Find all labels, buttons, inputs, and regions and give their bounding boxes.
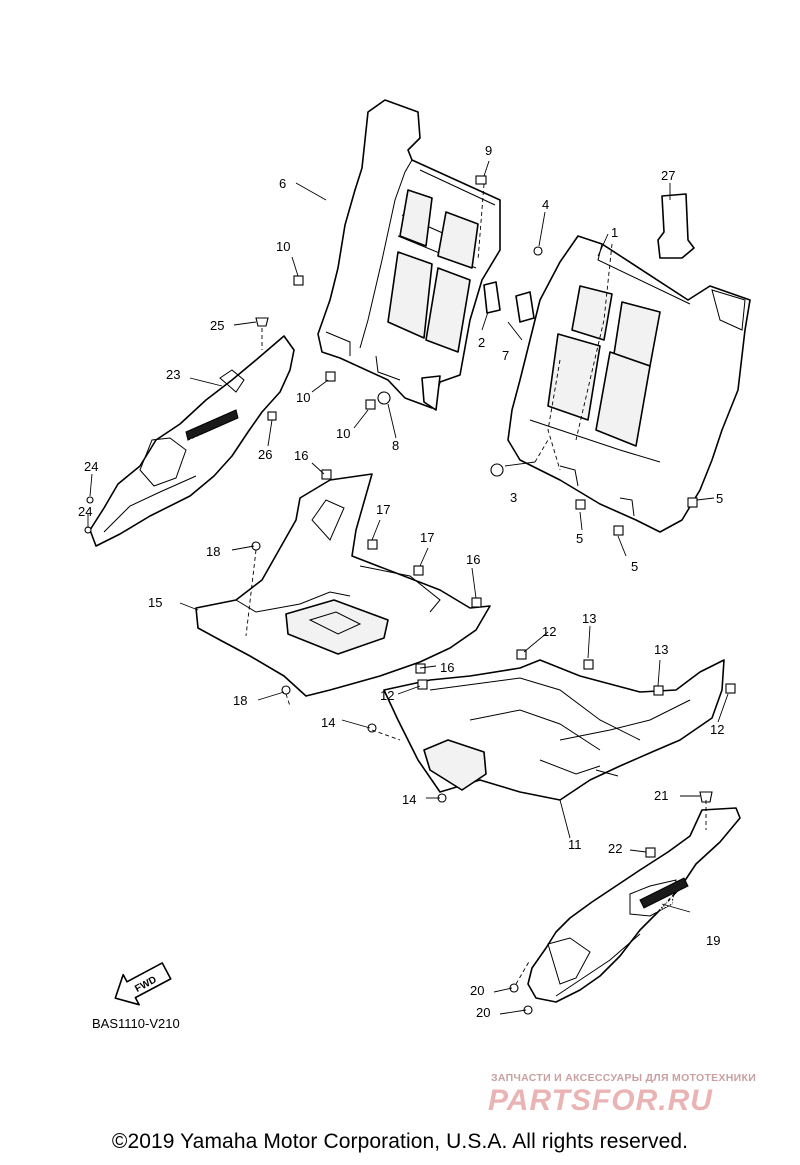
diagram-code: BAS1110-V210 (92, 1016, 180, 1031)
callout-13b: 13 (654, 642, 668, 657)
callout-24b: 24 (78, 504, 92, 519)
callout-10a: 10 (276, 239, 290, 254)
callout-14b: 14 (402, 792, 416, 807)
callout-27: 27 (661, 168, 675, 183)
part-6-seat-panel-left (317, 99, 501, 411)
part-11-floor-panel-front (383, 659, 725, 801)
callout-16c: 16 (440, 660, 454, 675)
callout-26: 26 (258, 447, 272, 462)
callout-8: 8 (392, 438, 399, 453)
callout-13a: 13 (582, 611, 596, 626)
callout-5b: 5 (576, 531, 583, 546)
callout-16a: 16 (294, 448, 308, 463)
callout-18a: 18 (206, 544, 220, 559)
callout-5c: 5 (631, 559, 638, 574)
callout-7: 7 (502, 348, 509, 363)
callout-15: 15 (148, 595, 162, 610)
callout-12c: 12 (710, 722, 724, 737)
callout-9: 9 (485, 143, 492, 158)
callout-21: 21 (654, 788, 668, 803)
callout-18b: 18 (233, 693, 247, 708)
callout-20b: 20 (476, 1005, 490, 1020)
callout-14a: 14 (321, 715, 335, 730)
fasteners (84, 175, 736, 1015)
part-27-label (657, 193, 695, 259)
part-15-floor-panel (195, 473, 491, 697)
callout-17b: 17 (420, 530, 434, 545)
callout-12a: 12 (542, 624, 556, 639)
callout-20a: 20 (470, 983, 484, 998)
part-1-seat-panel-right (507, 235, 751, 533)
part-19-side-guard-right (527, 807, 741, 1003)
callout-10c: 10 (336, 426, 350, 441)
callout-5a: 5 (716, 491, 723, 506)
callout-labels: 1 2 3 4 5 5 5 6 7 8 9 10 10 10 11 12 12 … (78, 143, 724, 1020)
part-2-spacer (483, 281, 501, 314)
callout-24a: 24 (84, 459, 98, 474)
callout-22: 22 (608, 841, 622, 856)
callout-25: 25 (210, 318, 224, 333)
callout-6: 6 (279, 176, 286, 191)
fwd-arrow-icon: FWD (114, 962, 172, 1006)
callout-23: 23 (166, 367, 180, 382)
leader-lines (87, 160, 729, 1015)
watermark-logo: PARTSFOR.RU (488, 1084, 713, 1117)
callout-12b: 12 (380, 688, 394, 703)
watermark-tagline: ЗАПЧАСТИ И АКСЕССУАРЫ ДЛЯ МОТОТЕХНИКИ (491, 1072, 757, 1084)
callout-17a: 17 (376, 502, 390, 517)
callout-4: 4 (542, 197, 549, 212)
callout-19: 19 (706, 933, 720, 948)
part-7-spacer (515, 291, 535, 323)
callout-10b: 10 (296, 390, 310, 405)
callout-3: 3 (510, 490, 517, 505)
callout-16b: 16 (466, 552, 480, 567)
callout-2: 2 (478, 335, 485, 350)
callout-11: 11 (568, 837, 582, 852)
copyright-notice: ©2019 Yamaha Motor Corporation, U.S.A. A… (111, 1130, 689, 1153)
callout-1: 1 (611, 225, 618, 240)
part-23-side-guard-left (89, 335, 295, 547)
